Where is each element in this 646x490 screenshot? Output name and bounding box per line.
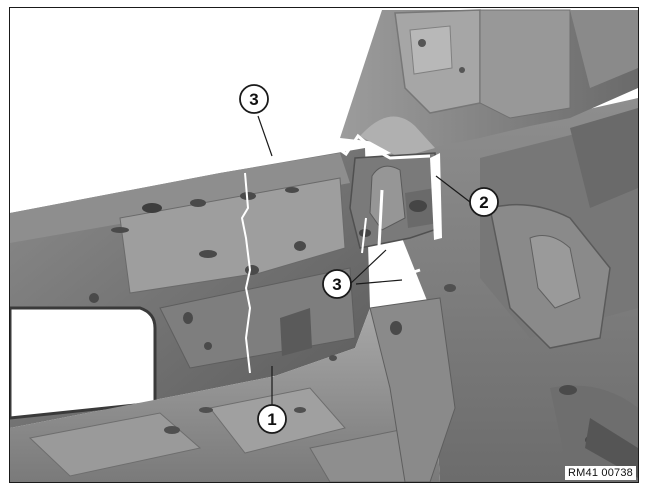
callout-2: 2	[469, 187, 499, 217]
callout-circle	[322, 269, 352, 299]
diagram-frame: 3 2 3 1 RM41 00738	[9, 7, 639, 483]
cut-seam-lines	[221, 133, 431, 280]
bracket-reinforcement	[349, 152, 442, 249]
leader-lines	[257, 115, 471, 405]
side-wall-panel	[10, 148, 370, 428]
callout-1-label: 1	[267, 410, 276, 429]
callout-2-label: 2	[479, 193, 488, 212]
callout-3-lower: 3	[322, 269, 352, 299]
callout-circle	[257, 404, 287, 434]
upper-pillar	[340, 9, 638, 158]
callout-3-lower-label: 3	[332, 275, 341, 294]
reference-code: RM41 00738	[565, 466, 636, 480]
callout-3-top-label: 3	[249, 90, 258, 109]
callout-1: 1	[257, 404, 287, 434]
callout-3-top: 3	[239, 84, 269, 114]
callout-circle	[239, 84, 269, 114]
callout-circle	[469, 187, 499, 217]
body-structure-illustration: 3 2 3 1	[10, 9, 638, 482]
